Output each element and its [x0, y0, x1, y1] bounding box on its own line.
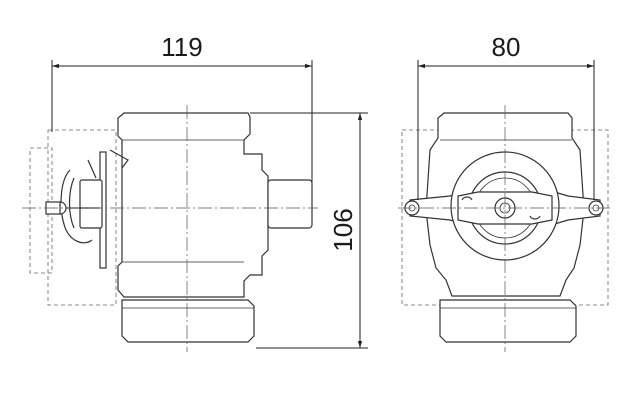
- side-base-nut: [121, 299, 255, 343]
- front-view: [398, 105, 612, 352]
- front-base-nut: [439, 299, 577, 343]
- side-envelope: [47, 129, 117, 306]
- dimension-side-width: 119: [51, 32, 313, 182]
- dimension-height: 106: [250, 112, 368, 349]
- dimension-label-80: 80: [492, 32, 521, 62]
- side-outlet: [267, 179, 313, 229]
- side-body: [117, 112, 269, 298]
- dimension-label-106: 106: [328, 208, 358, 251]
- dimension-front-width: 80: [417, 32, 595, 200]
- dimension-label-119: 119: [161, 32, 202, 62]
- side-view: [22, 105, 318, 352]
